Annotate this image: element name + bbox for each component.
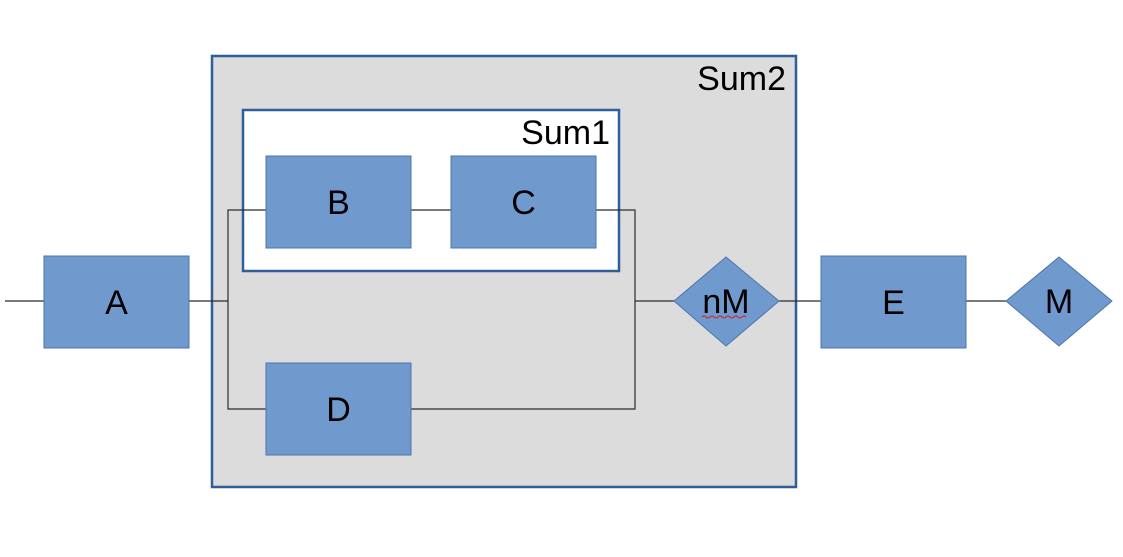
diamond-m-label: M — [1045, 283, 1073, 321]
block-e[interactable]: E — [820, 255, 967, 349]
block-b-label: B — [327, 184, 350, 222]
connectors — [5, 209, 1006, 410]
block-e-label: E — [882, 284, 905, 322]
block-a[interactable]: A — [43, 255, 190, 349]
diamond-nm[interactable]: nM — [673, 256, 780, 347]
block-d[interactable]: D — [265, 362, 412, 456]
line-split-to-b — [227, 209, 266, 410]
block-d-label: D — [326, 391, 351, 429]
sum2-group-label: Sum2 — [697, 60, 786, 98]
spellcheck-underline — [701, 315, 747, 319]
block-c[interactable]: C — [450, 155, 597, 249]
diamond-m[interactable]: M — [1005, 256, 1113, 347]
line-c-to-join — [411, 209, 636, 410]
block-a-label: A — [105, 284, 128, 322]
block-c-label: C — [511, 184, 536, 222]
sum1-group-label: Sum1 — [521, 114, 610, 152]
block-b[interactable]: B — [265, 155, 412, 249]
diamond-nm-label: nM — [702, 283, 749, 321]
